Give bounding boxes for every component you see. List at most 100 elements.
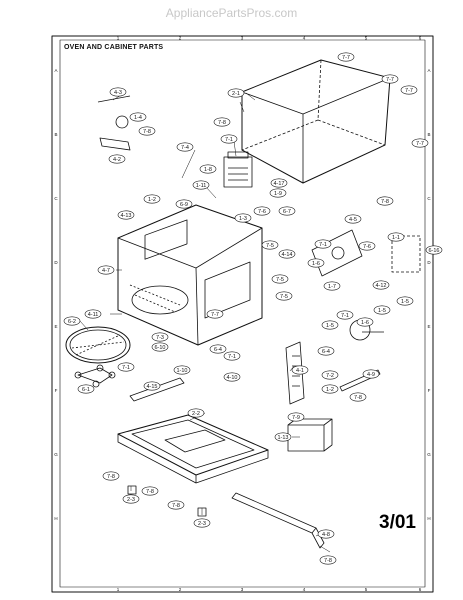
base-plate <box>117 414 269 484</box>
control-panel <box>285 341 305 405</box>
callout-6-2: 6-2 <box>63 316 81 326</box>
border-column-label: 6 <box>419 36 422 41</box>
callout-1-5: 1-5 <box>373 305 391 315</box>
callout-4-7: 4-7 <box>97 265 115 275</box>
callout-7-8: 7-8 <box>167 500 185 510</box>
callout-label: 2-1 <box>232 91 240 97</box>
callout-label: 1-10 <box>176 368 187 374</box>
callout-label: 6-1 <box>82 387 90 393</box>
callout-1-8: 1-8 <box>199 164 217 174</box>
border-row-label: E <box>427 324 430 329</box>
border-row-label: D <box>54 260 58 265</box>
border-row-label: A <box>54 68 57 73</box>
callout-7-9: 7-9 <box>287 412 305 422</box>
callout-7-8: 7-8 <box>102 471 120 481</box>
callout-7-8: 7-8 <box>319 555 337 565</box>
callout-label: 2-2 <box>192 411 200 417</box>
callout-1-10: 1-10 <box>173 365 191 375</box>
callout-1-2: 1-2 <box>321 384 339 394</box>
callout-label: 4-13 <box>120 213 131 219</box>
callout-7-7: 7-7 <box>411 138 429 148</box>
callout-label: 7-7 <box>405 88 413 94</box>
callout-7-1: 7-1 <box>117 362 135 372</box>
border-row-label: H <box>427 516 430 521</box>
callout-label: 1-8 <box>204 167 212 173</box>
callout-label: 6-16 <box>428 248 439 254</box>
callout-label: 7-8 <box>107 474 115 480</box>
callout-4-11: 4-11 <box>84 309 102 319</box>
front-bar <box>231 492 325 549</box>
callout-1-7: 1-7 <box>323 281 341 291</box>
callout-7-8: 7-8 <box>141 486 159 496</box>
callout-6-4: 6-4 <box>317 346 335 356</box>
callout-label: 1-2 <box>148 197 156 203</box>
callout-1-9: 1-9 <box>269 188 287 198</box>
callout-label: 6-4 <box>214 347 222 353</box>
callout-label: 1-1 <box>392 235 400 241</box>
transformer <box>287 418 333 452</box>
callout-label: 1-5 <box>326 323 334 329</box>
border-row-label: C <box>427 196 431 201</box>
callout-1-5: 1-5 <box>321 320 339 330</box>
callout-label: 7-8 <box>354 395 362 401</box>
border-column-label: 5 <box>365 587 368 592</box>
callout-4-5: 4-5 <box>344 214 362 224</box>
border-row-label: C <box>54 196 58 201</box>
callout-7-6: 7-6 <box>253 206 271 216</box>
fan-motor <box>311 229 384 341</box>
callout-7-7: 7-7 <box>206 309 224 319</box>
callout-label: 7-7 <box>342 55 350 61</box>
callout-1-5: 1-5 <box>396 296 414 306</box>
callout-label: 7-5 <box>266 243 274 249</box>
callout-7-8: 7-8 <box>213 117 231 127</box>
callout-labels: 7-77-77-77-72-17-87-84-31-47-84-27-47-11… <box>63 52 443 565</box>
callout-label: 7-8 <box>172 503 180 509</box>
callout-1-3: 1-3 <box>234 213 252 223</box>
callout-7-7: 7-7 <box>400 85 418 95</box>
callout-4-14: 4-14 <box>278 249 296 259</box>
callout-7-4: 7-4 <box>176 142 194 152</box>
callout-label: 7-3 <box>156 335 164 341</box>
callout-label: 7-1 <box>319 242 327 248</box>
callout-2-3: 2-3 <box>193 518 211 528</box>
callout-label: 7-8 <box>218 120 226 126</box>
outer-cabinet <box>241 59 391 184</box>
callout-label: 7-8 <box>146 489 154 495</box>
callout-1-13: 1-13 <box>274 432 292 442</box>
border-row-label: D <box>427 260 431 265</box>
callout-label: 4-8 <box>322 532 330 538</box>
callout-6-1: 6-1 <box>77 384 95 394</box>
callout-4-13: 4-13 <box>117 210 135 220</box>
diagram-title: OVEN AND CABINET PARTS <box>64 44 164 51</box>
callout-label: 2-3 <box>198 521 206 527</box>
callout-6-10: 6-10 <box>151 342 169 352</box>
callout-7-8: 7-8 <box>138 126 156 136</box>
border-row-label: F <box>428 388 431 393</box>
callout-label: 7-8 <box>324 558 332 564</box>
border-row-label: G <box>427 452 431 457</box>
border-column-label: 2 <box>179 587 182 592</box>
callout-label: 4-1 <box>296 368 304 374</box>
callout-label: 7-1 <box>341 313 349 319</box>
callout-2-2: 2-2 <box>187 408 205 418</box>
callout-1-6: 1-6 <box>307 258 325 268</box>
callout-4-9: 4-9 <box>362 369 380 379</box>
callout-7-2: 7-2 <box>321 370 339 380</box>
callout-label: 6-9 <box>180 202 188 208</box>
callout-label: 2-3 <box>127 497 135 503</box>
callout-label: 7-8 <box>143 129 151 135</box>
border-row-label: F <box>55 388 58 393</box>
border-column-label: 6 <box>419 587 422 592</box>
callout-label: 7-5 <box>276 277 284 283</box>
callout-label: 1-4 <box>134 115 142 121</box>
callout-4-10: 4-10 <box>223 372 241 382</box>
callout-7-1: 7-1 <box>336 310 354 320</box>
callout-label: 1-6 <box>361 320 369 326</box>
border-row-label: G <box>54 452 58 457</box>
left-hinge-parts <box>97 95 131 151</box>
callout-label: 6-4 <box>322 349 330 355</box>
callout-4-8: 4-8 <box>317 529 335 539</box>
border-row-label: H <box>54 516 57 521</box>
callout-6-16: 6-16 <box>425 245 443 255</box>
